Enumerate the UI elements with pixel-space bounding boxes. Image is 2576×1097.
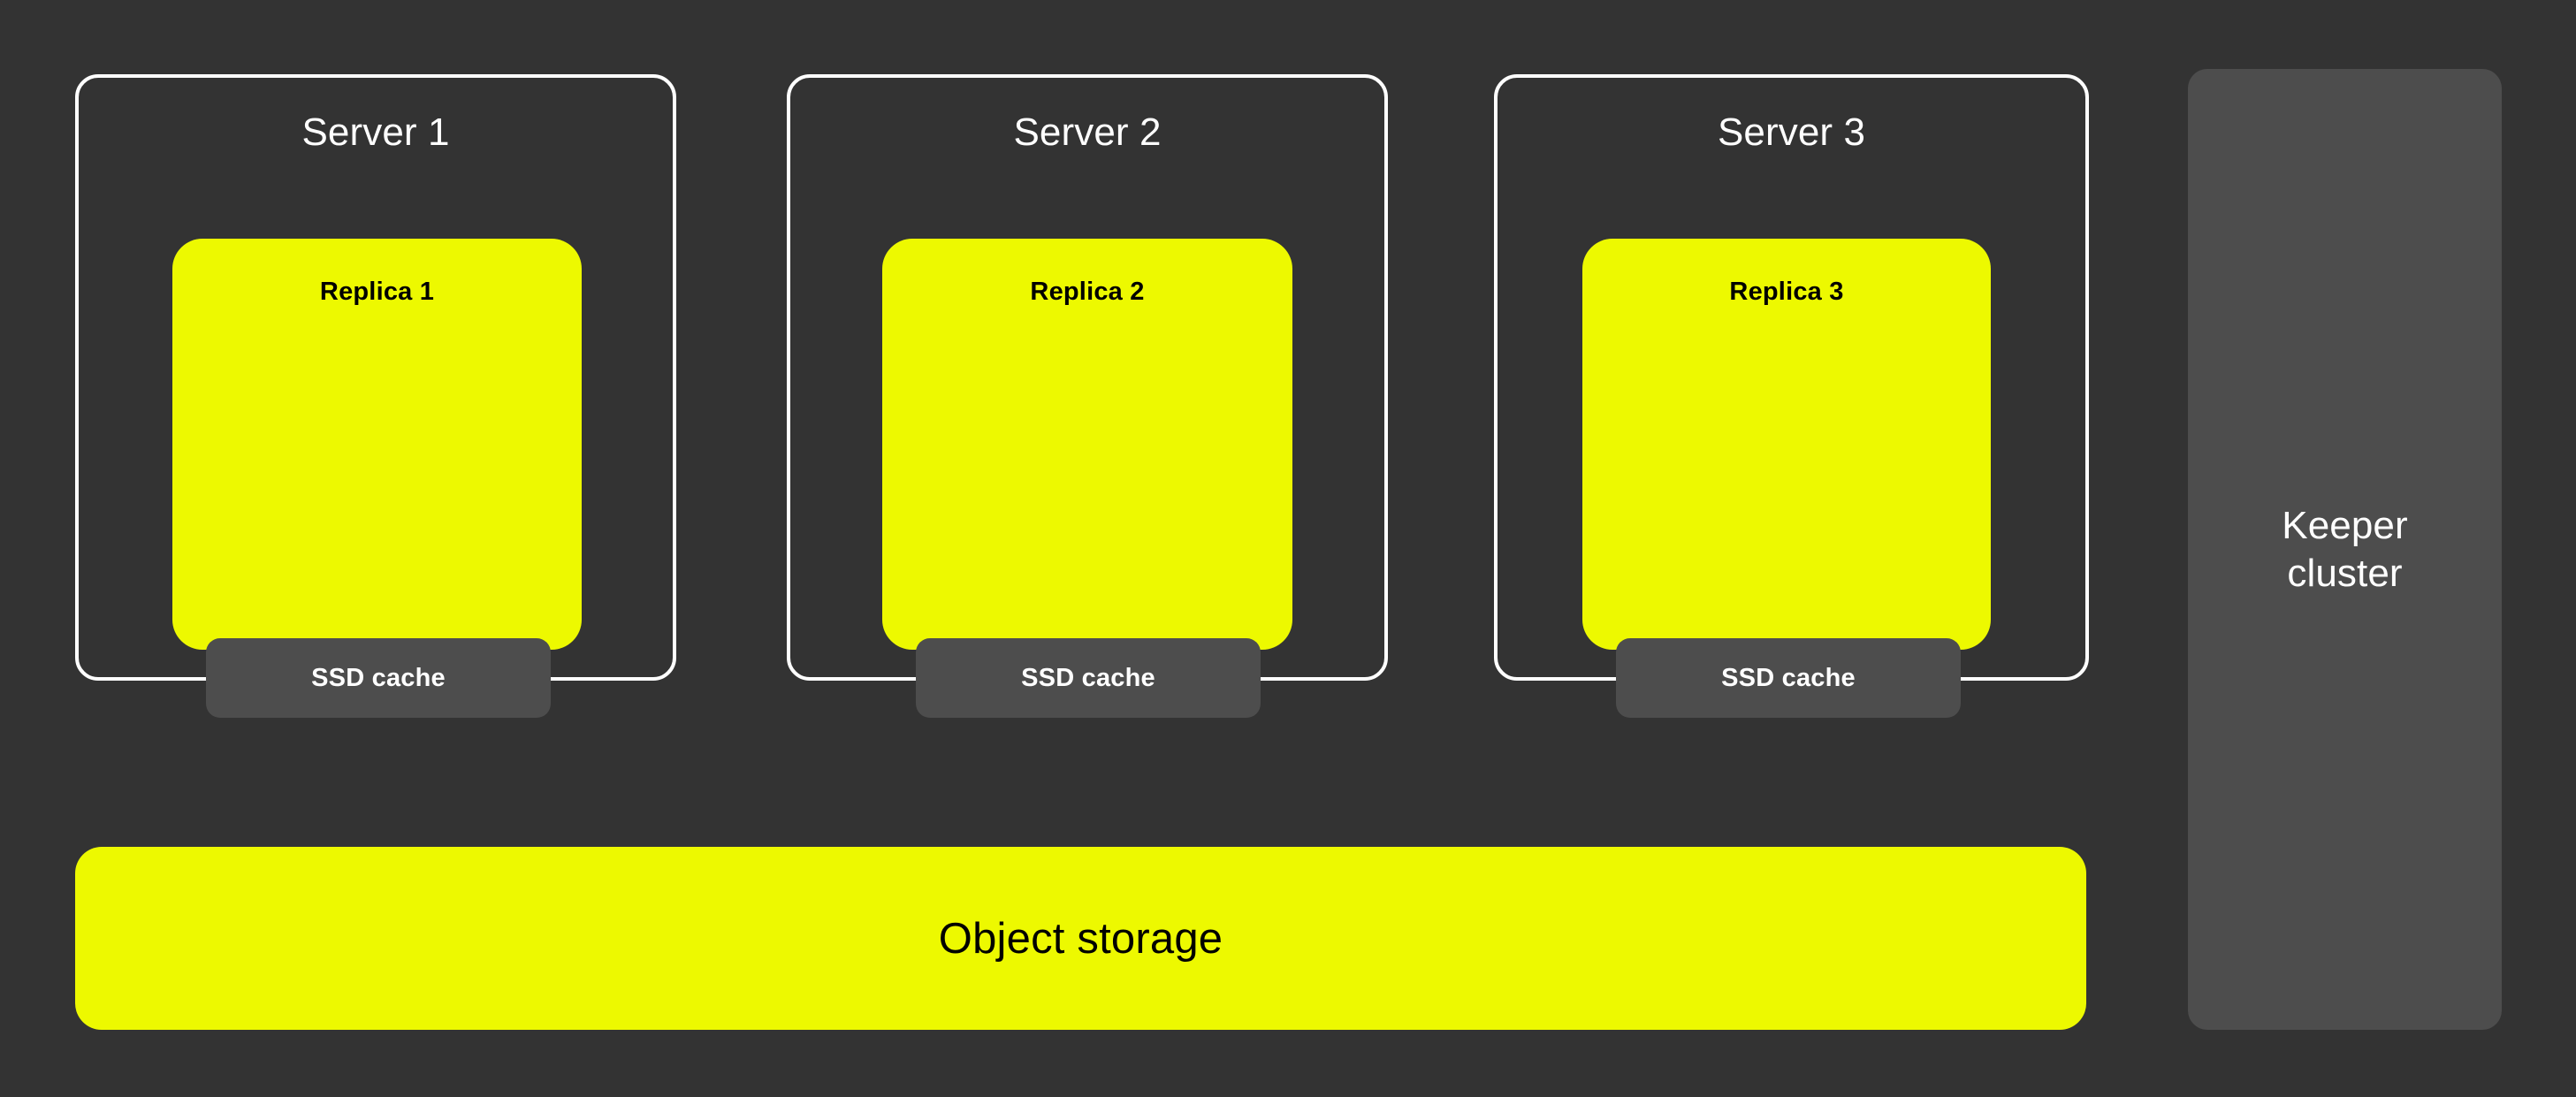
ssd-cache-label-3: SSD cache (1721, 663, 1856, 692)
object-storage-label: Object storage (938, 914, 1223, 963)
replica-label-3: Replica 3 (1729, 278, 1844, 306)
keeper-cluster-label: Keeper cluster (2282, 502, 2407, 597)
replica-box-3: Replica 3 (1582, 239, 1991, 650)
server-title-1: Server 1 (301, 110, 450, 154)
ssd-cache-box-3: SSD cache (1616, 638, 1961, 718)
server-title-3: Server 3 (1717, 110, 1866, 154)
ssd-cache-label-1: SSD cache (311, 663, 446, 692)
server-title-2: Server 2 (1013, 110, 1162, 154)
keeper-cluster-label-line2: cluster (2287, 551, 2403, 595)
replica-label-2: Replica 2 (1030, 278, 1145, 306)
ssd-cache-box-2: SSD cache (916, 638, 1261, 718)
replica-label-1: Replica 1 (319, 278, 435, 306)
ssd-cache-box-1: SSD cache (206, 638, 551, 718)
keeper-cluster-label-line1: Keeper (2282, 503, 2408, 547)
keeper-cluster-box: Keeper cluster (2188, 69, 2502, 1030)
object-storage-box: Object storage (75, 847, 2086, 1030)
ssd-cache-label-2: SSD cache (1021, 663, 1155, 692)
replica-box-2: Replica 2 (882, 239, 1292, 650)
replica-box-1: Replica 1 (172, 239, 582, 650)
